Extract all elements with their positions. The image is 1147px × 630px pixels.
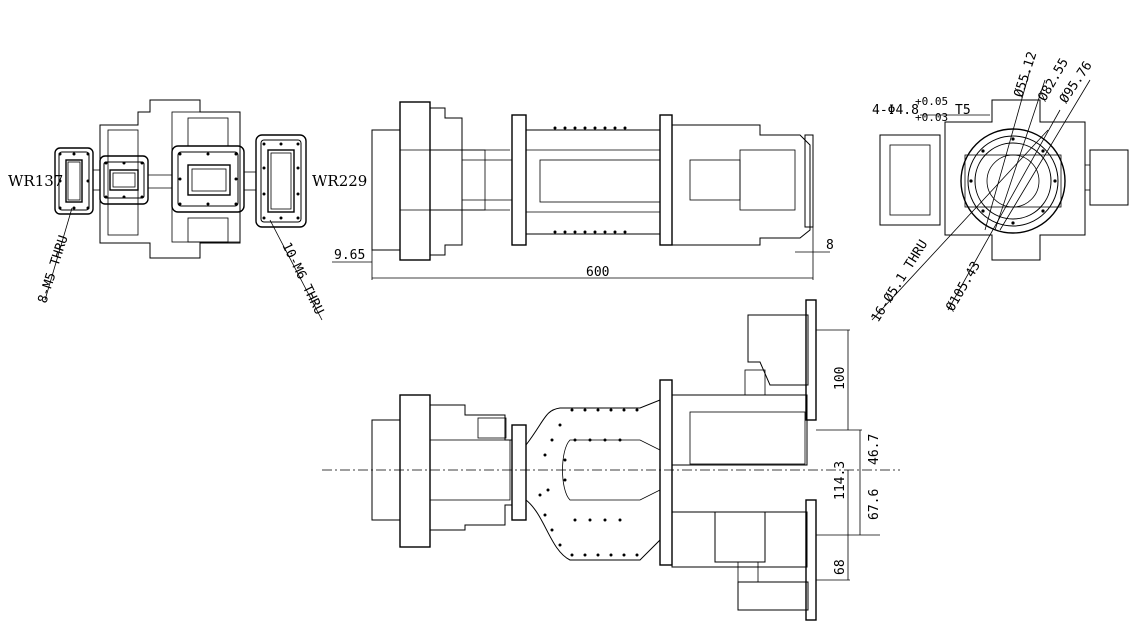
dim-600: 600 (586, 265, 609, 280)
dim-9-65: 9.65 (334, 248, 365, 263)
dim-100: 100 (833, 367, 848, 390)
view-bottom: 100 46.7 114.3 67.6 68 (322, 299, 900, 621)
label-wr229: WR229 (312, 172, 367, 190)
label-pin-holes: 4-Φ4.8 (872, 103, 919, 118)
label-d55: Ø55.12 (1012, 50, 1041, 99)
bolt-row-bottom (538, 408, 639, 557)
dim-114-3: 114.3 (833, 461, 848, 500)
dim-67-6: 67.6 (867, 489, 882, 520)
label-tol-plus: +0.05 (915, 95, 948, 108)
view-side: 600 9.65 8 (332, 101, 834, 280)
label-wr137: WR137 (8, 172, 63, 190)
view-front-flanges: WR137 WR229 8-M5 THRU 10-M6 THRU (8, 99, 367, 321)
bolt-circle-end (969, 137, 1057, 225)
label-bolt-holes: 16-Ø5.1 THRU (869, 238, 931, 326)
view-end: 4-Φ4.8 +0.05 +0.03 T5 Ø55.12 Ø82.55 Ø95.… (869, 50, 1129, 326)
dim-68: 68 (833, 559, 848, 575)
label-t5: T5 (955, 103, 971, 118)
bolt-marks-front (58, 142, 300, 220)
dim-8: 8 (826, 238, 834, 253)
label-m6-holes: 10-M6 THRU (278, 240, 326, 317)
bolt-row-side (553, 126, 627, 234)
label-d105: Ø105.43 (943, 259, 983, 314)
dim-46-7: 46.7 (867, 434, 882, 465)
label-m5-holes: 8-M5 THRU (36, 234, 72, 306)
label-tol-plus2: +0.03 (915, 111, 948, 124)
